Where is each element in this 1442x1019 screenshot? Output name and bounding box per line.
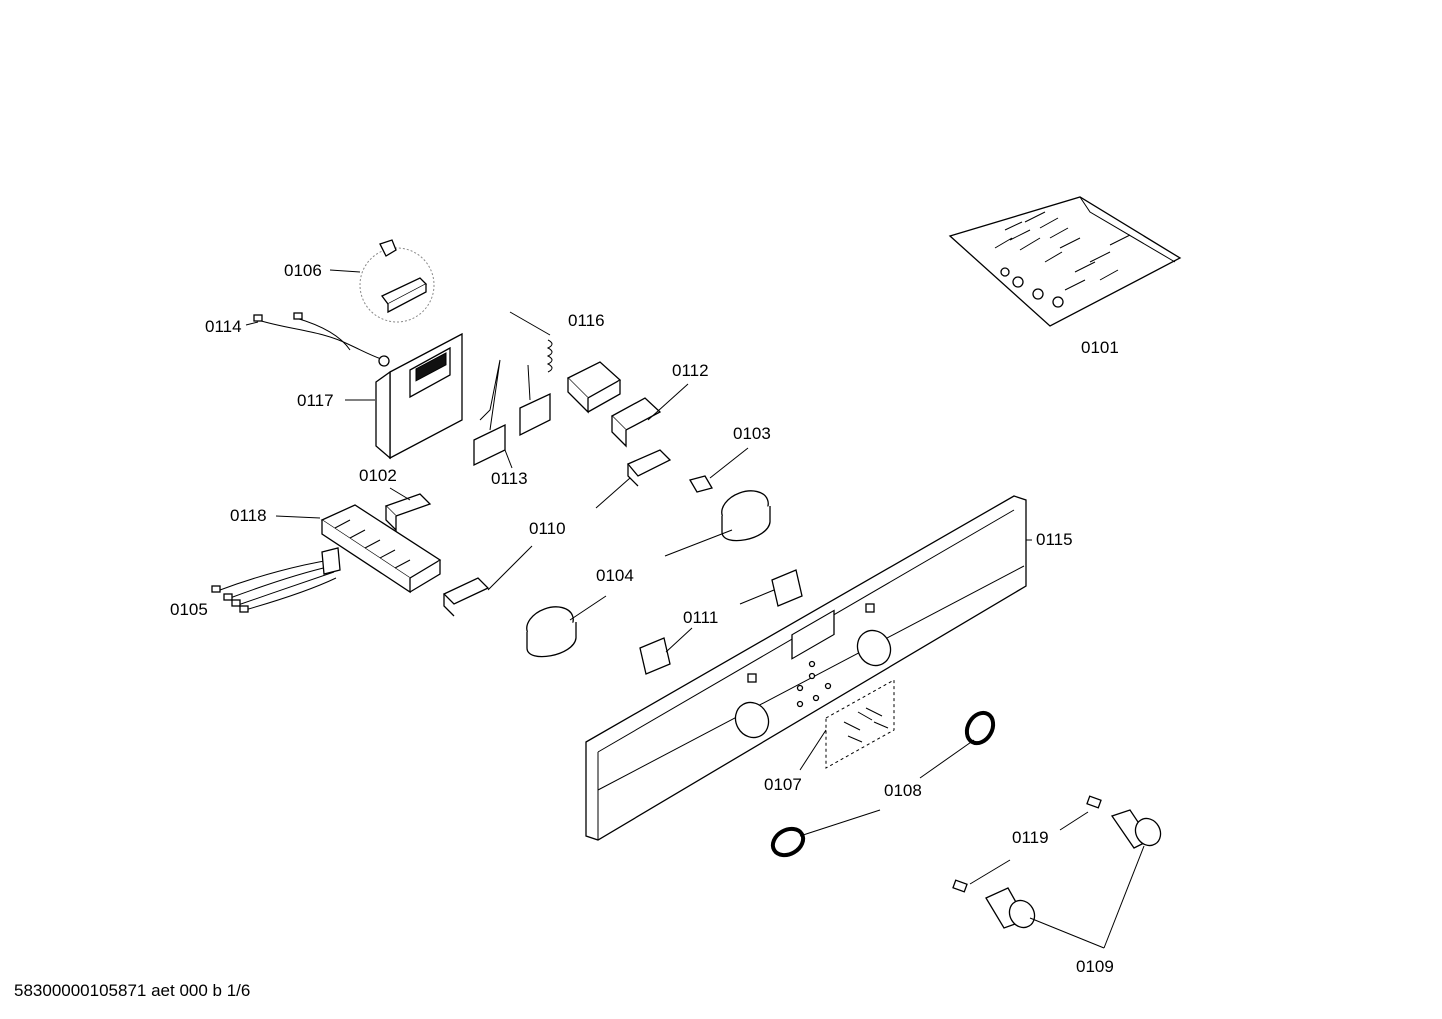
label-0108: 0108 (884, 781, 922, 800)
sensor-0113 (473, 359, 551, 469)
label-0110: 0110 (529, 519, 566, 538)
knob-0109 (952, 795, 1162, 949)
part-0103 (689, 447, 749, 493)
wires-0105 (211, 547, 341, 613)
label-0109: 0109 (1076, 957, 1114, 976)
label-0115: 0115 (1036, 530, 1073, 549)
bracket-0110 (442, 449, 672, 617)
bracket-0112 (610, 383, 689, 448)
clip-0102 (384, 487, 432, 532)
switch-block-0118 (275, 504, 442, 594)
label-0105: 0105 (170, 600, 208, 619)
label-0111: 0111 (683, 608, 719, 627)
label-0112: 0112 (672, 361, 709, 380)
timer-module-0117 (345, 332, 463, 460)
clip-0111 (639, 569, 803, 675)
cable-0114 (245, 312, 390, 367)
label-0119: 0119 (1012, 828, 1049, 847)
bracket-0106 (329, 239, 435, 323)
label-0113: 0113 (491, 469, 528, 488)
label-0117: 0117 (297, 391, 334, 410)
document-footer-id: 58300000105871 aet 000 b 1/6 (14, 981, 251, 1000)
label-0103: 0103 (733, 424, 771, 443)
screws-0107 (799, 679, 895, 771)
label-0102: 0102 (359, 466, 397, 485)
control-panel-0115 (585, 495, 1032, 841)
screw-bag-0101 (948, 196, 1182, 327)
label-0118: 0118 (230, 506, 267, 525)
label-0101: 0101 (1081, 338, 1119, 357)
thermostat-0116 (509, 311, 622, 414)
label-0107: 0107 (764, 775, 802, 794)
label-0106: 0106 (284, 261, 322, 280)
label-0116: 0116 (568, 311, 605, 330)
label-0104: 0104 (596, 566, 634, 585)
bezel-0104 (526, 490, 771, 658)
ring-0108 (770, 710, 996, 858)
label-0114: 0114 (205, 317, 242, 336)
